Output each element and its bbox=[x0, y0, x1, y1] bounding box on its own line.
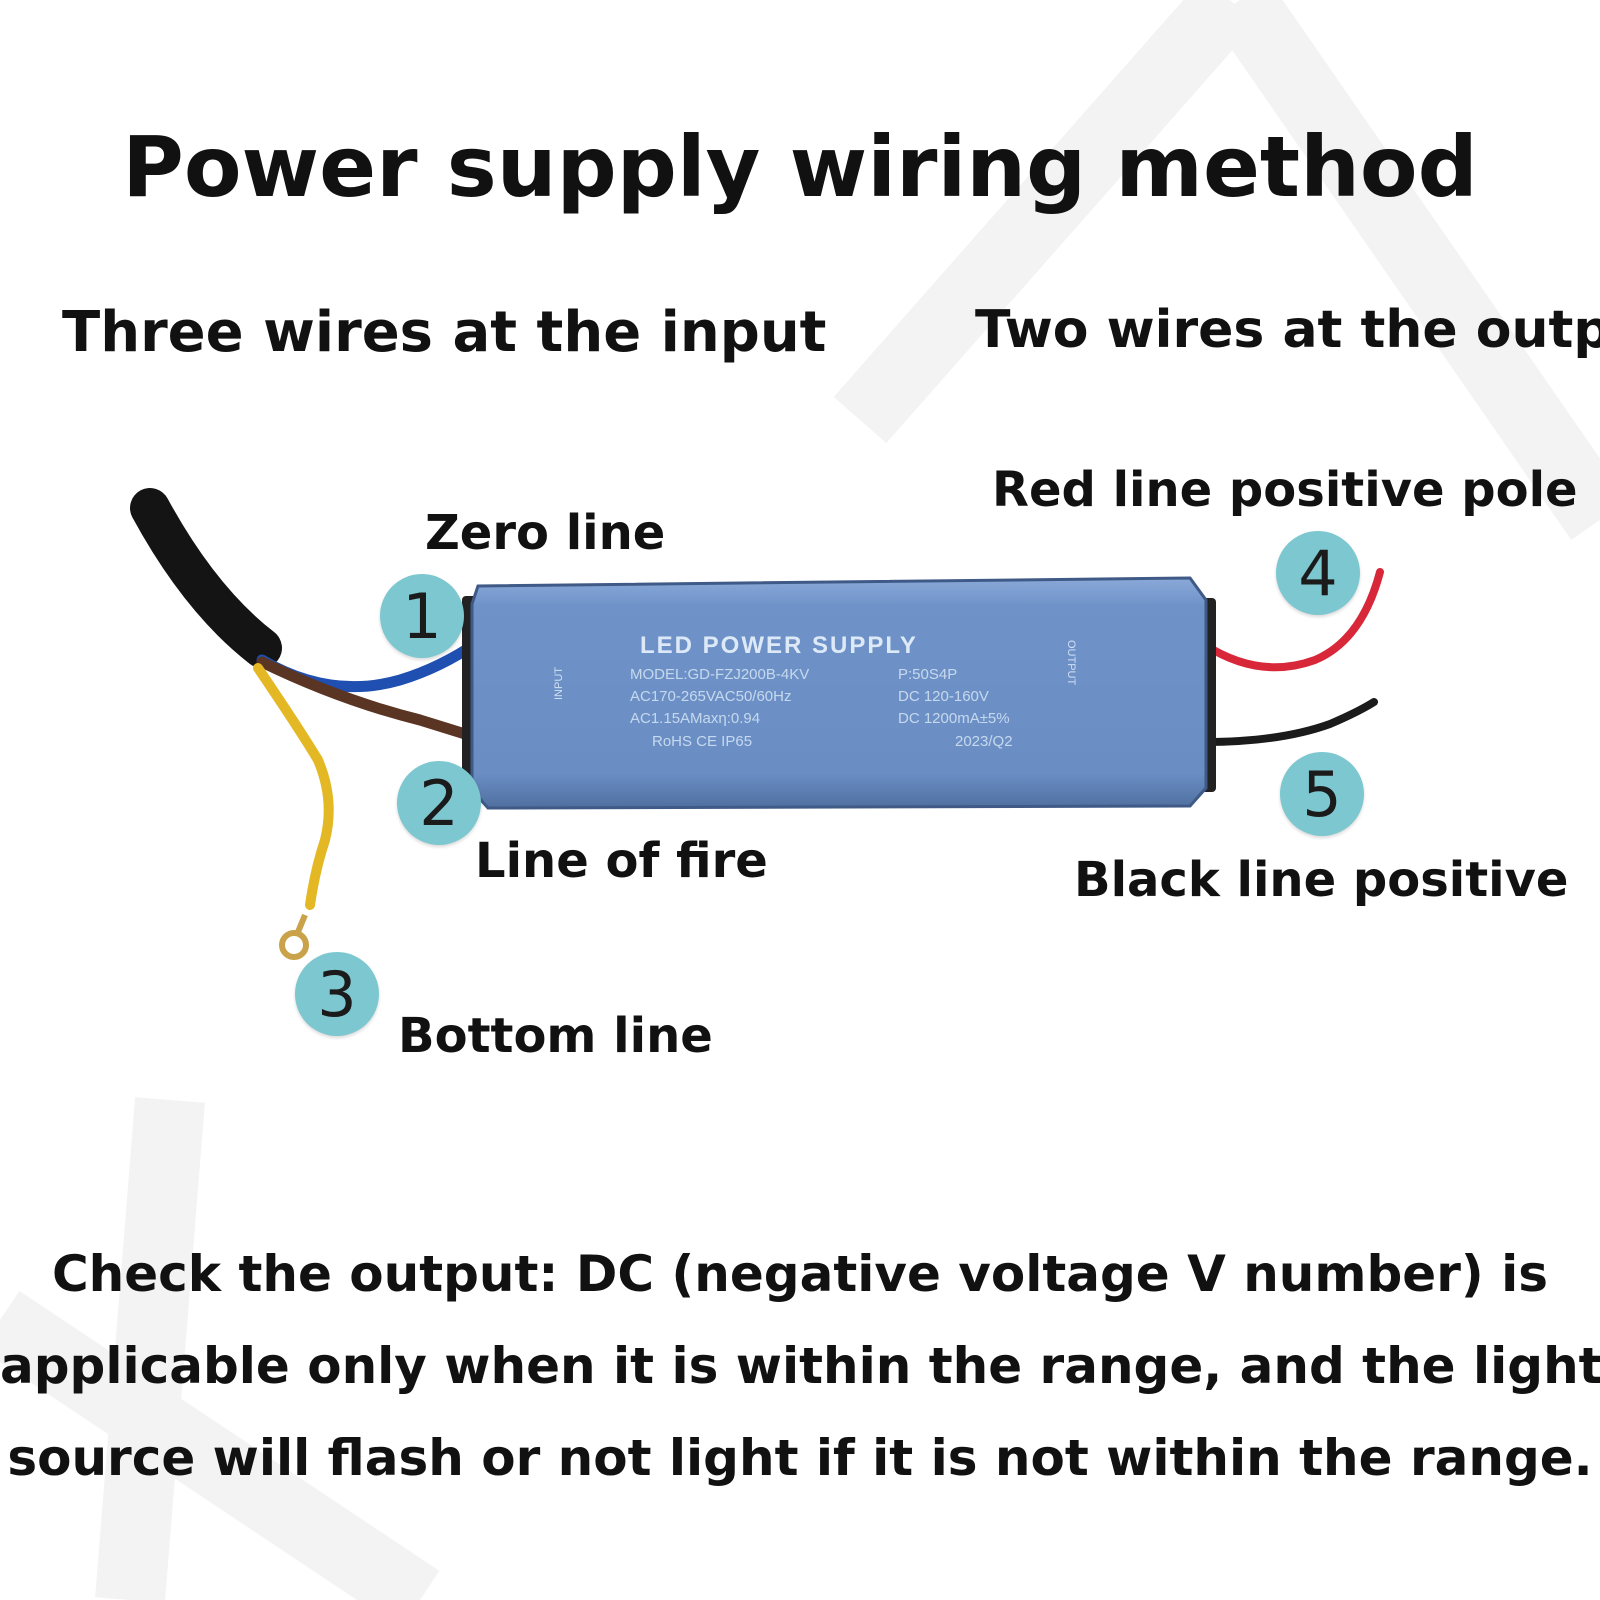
black-line-label: Black line positive bbox=[1074, 852, 1569, 908]
input-heading: Three wires at the input bbox=[62, 300, 827, 365]
earth-terminal bbox=[279, 930, 309, 960]
power-supply-case bbox=[470, 576, 1208, 810]
page-title: Power supply wiring method bbox=[122, 118, 1478, 216]
red-line-label: Red line positive pole bbox=[992, 462, 1578, 518]
device-title: LED POWER SUPPLY bbox=[640, 632, 918, 659]
spec-output-voltage: DC 120-160V bbox=[898, 688, 989, 705]
badge-4: 4 bbox=[1276, 531, 1360, 615]
input-cable-jacket bbox=[130, 488, 282, 668]
note-line-3: source will flash or not light if it is … bbox=[7, 1429, 1593, 1487]
spec-input-current: AC1.15AMaxη:0.94 bbox=[630, 710, 761, 727]
badge-1: 1 bbox=[380, 574, 464, 658]
input-side-label: INPUT bbox=[553, 667, 565, 700]
spec-output-current: DC 1200mA±5% bbox=[898, 710, 1010, 727]
note-line-2: applicable only when it is within the ra… bbox=[0, 1337, 1600, 1395]
spec-date: 2023/Q2 bbox=[955, 733, 1013, 750]
spec-certifications: RoHS CE IP65 bbox=[652, 733, 753, 750]
spec-power: P:50S4P bbox=[898, 666, 958, 683]
output-heading: Two wires at the output bbox=[975, 300, 1600, 360]
line-of-fire-label: Line of fire bbox=[475, 833, 768, 889]
badge-3: 3 bbox=[295, 952, 379, 1036]
badge-5: 5 bbox=[1280, 752, 1364, 836]
red-wire bbox=[1201, 568, 1384, 672]
brown-wire bbox=[256, 656, 484, 744]
spec-input-voltage: AC170-265VAC50/60Hz bbox=[630, 688, 792, 705]
spec-model: MODEL:GD-FZJ200B-4KV bbox=[630, 666, 810, 683]
output-note: Check the output: DC (negative voltage V… bbox=[0, 1228, 1600, 1504]
black-wire bbox=[1201, 698, 1378, 746]
output-side-label: OUTPUT bbox=[1065, 640, 1077, 686]
yellow-wire bbox=[253, 663, 334, 910]
zero-line-label: Zero line bbox=[425, 505, 666, 561]
bottom-line-label: Bottom line bbox=[398, 1008, 713, 1064]
note-line-1: Check the output: DC (negative voltage V… bbox=[51, 1245, 1549, 1303]
badge-2: 2 bbox=[397, 761, 481, 845]
